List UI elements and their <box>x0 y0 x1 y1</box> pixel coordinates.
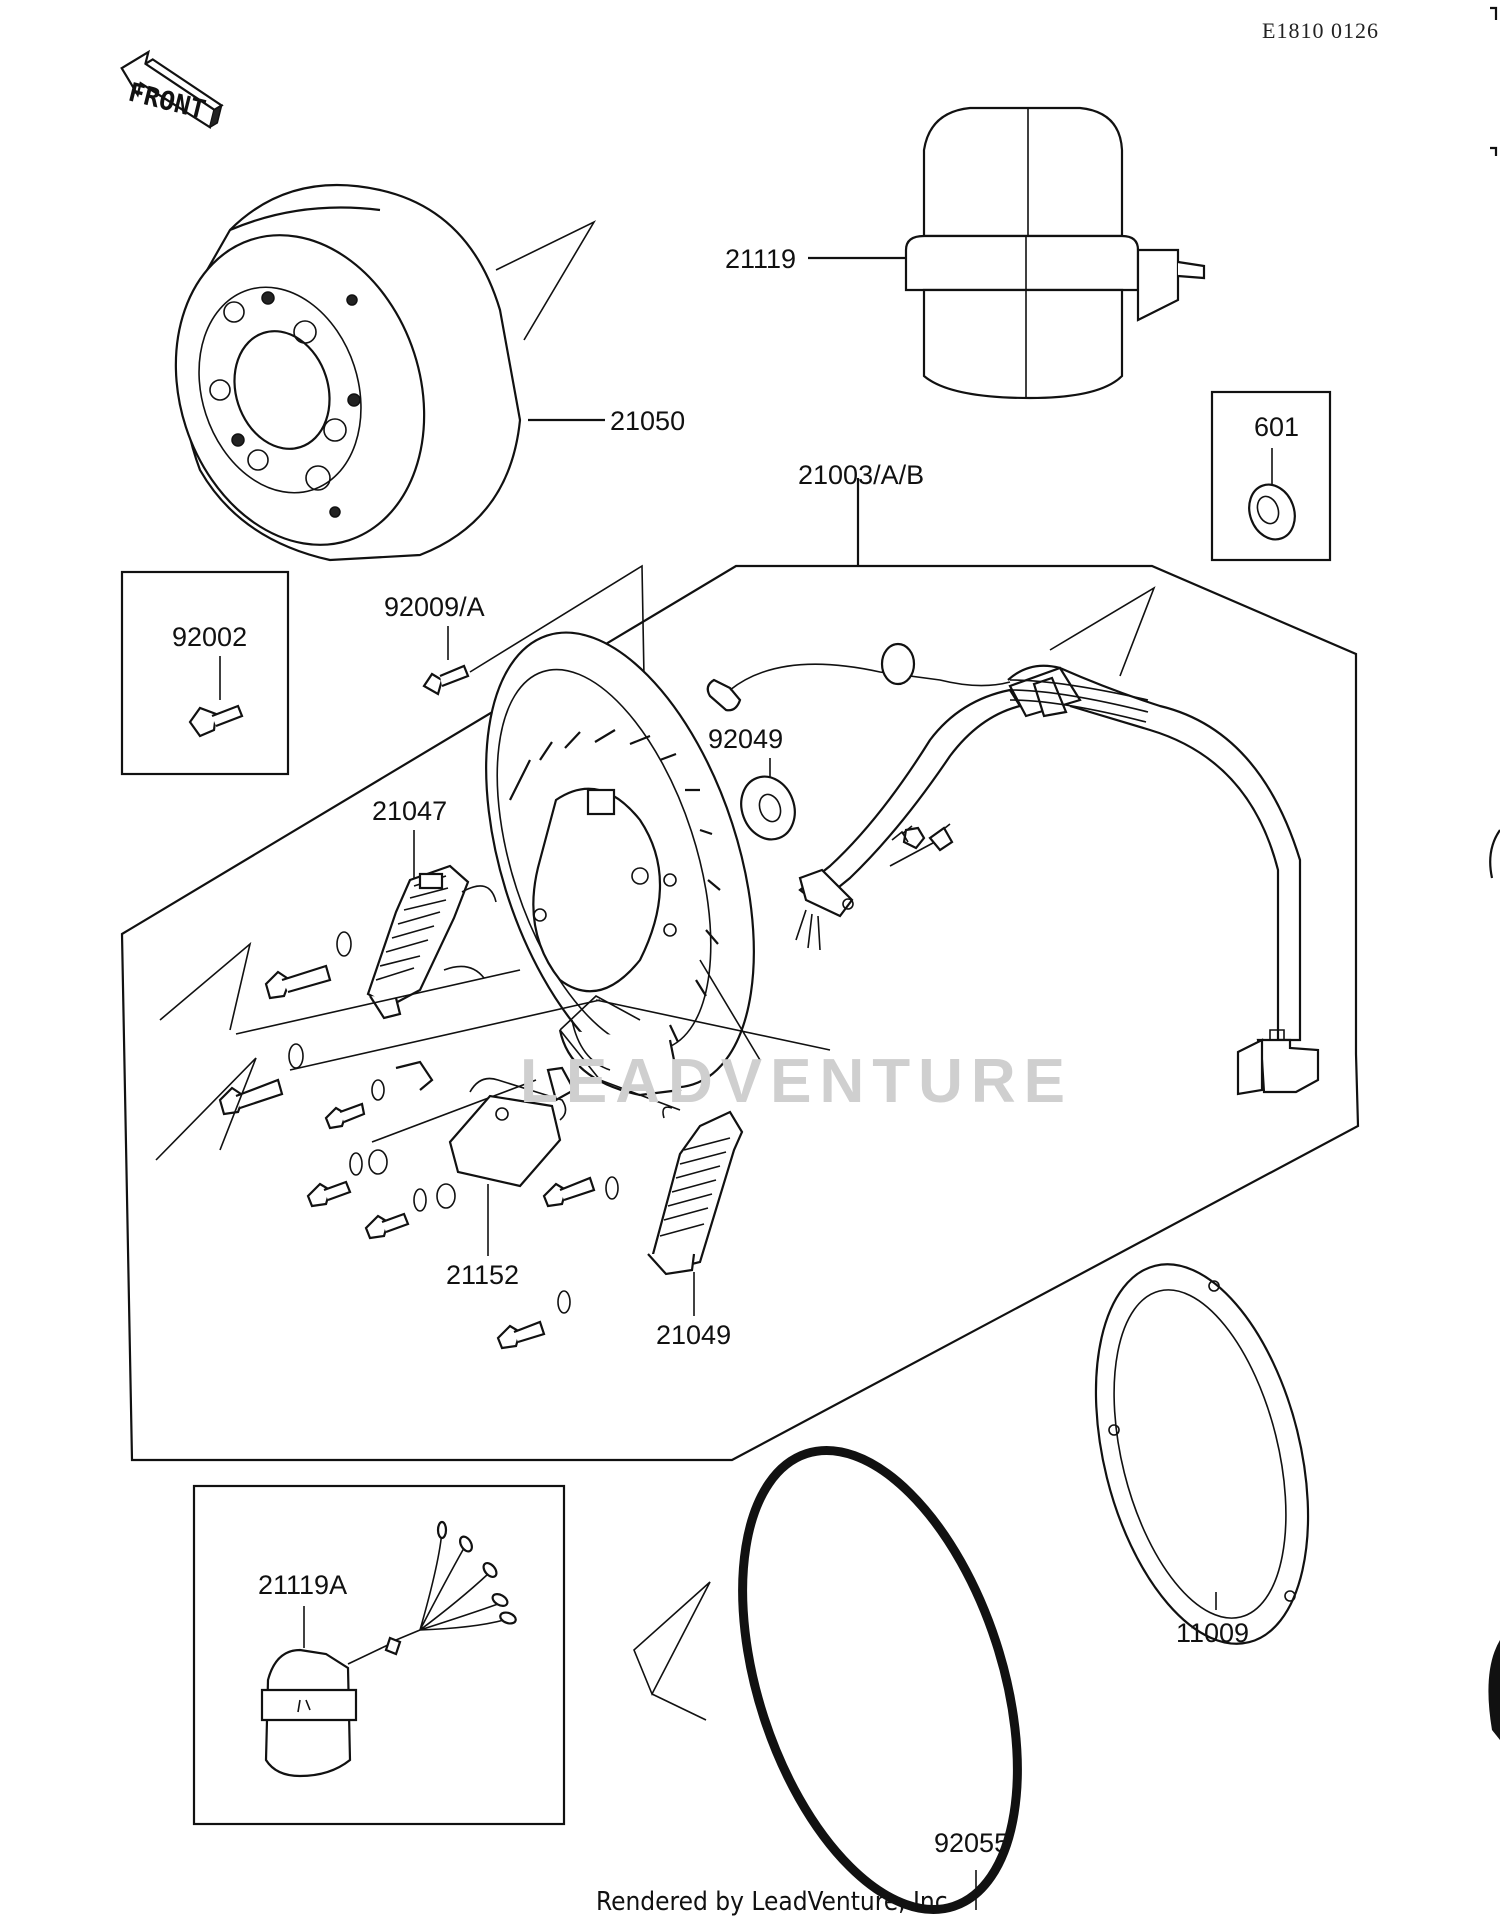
part-label-21119A: 21119A <box>258 1570 347 1600</box>
part-label-21050: 21050 <box>610 406 685 436</box>
part-21050-flywheel: 21050 <box>174 184 685 562</box>
part-label-21003: 21003/A/B <box>798 460 924 490</box>
part-label-92055: 92055 <box>934 1828 1009 1858</box>
watermark: LEADVENTURE <box>520 1047 1073 1116</box>
part-label-21047: 21047 <box>372 796 447 826</box>
footer-credit: Rendered by LeadVenture, Inc. <box>596 1887 955 1917</box>
part-21119A-regulator: 21119A <box>192 1484 566 1826</box>
part-92002-bolt: 92002 <box>120 570 290 776</box>
part-21152-module: 21152 <box>446 1066 576 1290</box>
part-21003-stator-outline: 21003/A/B <box>120 460 1360 1462</box>
part-stator-plate <box>485 631 831 1111</box>
part-label-11009: 11009 <box>1176 1618 1249 1648</box>
edge-mark <box>1489 829 1500 879</box>
part-11009-gasket: 11009 <box>1094 1263 1310 1648</box>
part-21049-coil: 21049 <box>647 1106 744 1350</box>
diagram-code: E1810 0126 <box>1262 18 1379 43</box>
part-wire-harness <box>795 586 1320 1096</box>
part-92055-o-ring: 92055 <box>633 1446 1022 1914</box>
part-21119-regulator: 21119 <box>725 106 1206 400</box>
part-label-601: 601 <box>1254 412 1299 442</box>
part-601-bearing: 601 <box>1210 390 1332 562</box>
part-92049-grommet: 92049 <box>706 642 1011 841</box>
part-label-21152: 21152 <box>446 1260 519 1290</box>
corner-mark <box>1490 146 1498 156</box>
part-screws-washers <box>155 830 909 1350</box>
part-label-21119: 21119 <box>725 244 796 274</box>
part-label-92002: 92002 <box>172 622 247 652</box>
part-label-21049: 21049 <box>656 1320 731 1350</box>
part-label-92049: 92049 <box>708 724 783 754</box>
edge-mark <box>1488 1640 1500 1740</box>
part-21047-coil: 21047 <box>366 796 497 1020</box>
front-arrow-icon: FRONT <box>120 49 224 130</box>
part-label-92009: 92009/A <box>384 592 485 622</box>
corner-mark <box>1490 6 1498 20</box>
